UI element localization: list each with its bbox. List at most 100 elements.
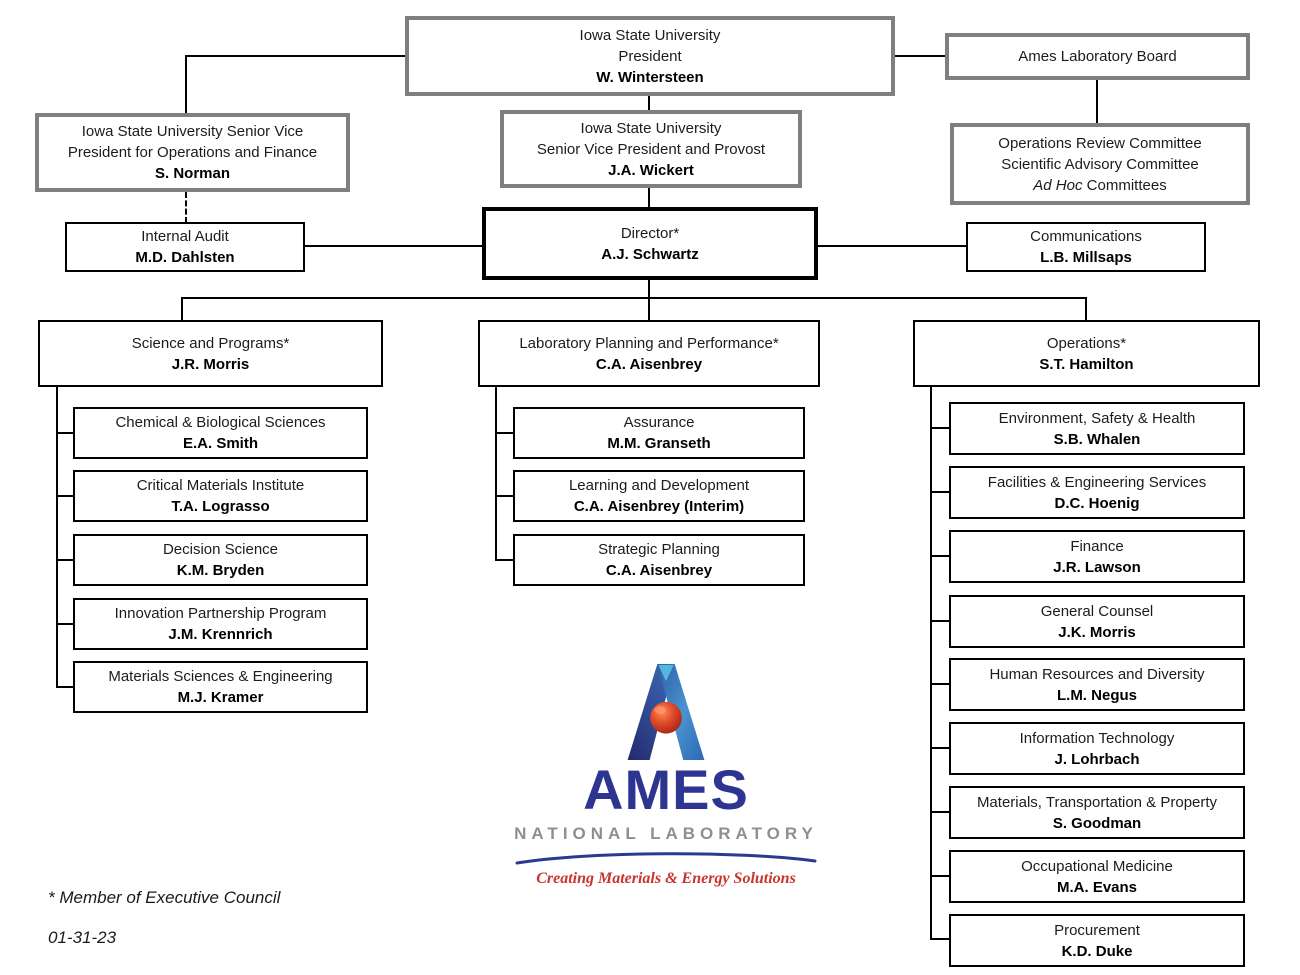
node-person-name: M.J. Kramer	[177, 689, 264, 706]
node-materials-transportation-property: Materials, Transportation & Property S. …	[949, 786, 1245, 839]
node-person-name: L.M. Negus	[1056, 686, 1137, 704]
connector-line	[648, 186, 650, 209]
node-person-name: S. Goodman	[1052, 814, 1142, 832]
connector-line	[56, 623, 74, 625]
connector-line	[930, 555, 949, 557]
node-person-name: S.B. Whalen	[1053, 430, 1141, 448]
node-person-name: C.A. Aisenbrey	[595, 355, 703, 373]
node-ames-laboratory-board: Ames Laboratory Board	[945, 33, 1250, 80]
logo-tagline: Creating Materials & Energy Solutions	[536, 870, 796, 887]
node-title: Iowa State University Senior Vice	[81, 123, 304, 140]
node-title: Operations*	[1046, 334, 1127, 352]
node-person-name: D.C. Hoenig	[1054, 494, 1140, 512]
executive-council-footnote: * Member of Executive Council	[48, 888, 281, 907]
node-finance: Finance J.R. Lawson	[949, 530, 1245, 583]
node-title: Iowa State University	[579, 26, 721, 44]
node-title: Human Resources and Diversity	[989, 665, 1205, 683]
node-human-resources-diversity: Human Resources and Diversity L.M. Negus	[949, 658, 1245, 711]
node-title: Science and Programs*	[131, 334, 290, 352]
node-title: Materials, Transportation & Property	[976, 793, 1218, 811]
logo-swoosh-icon	[515, 852, 817, 865]
revision-date: 01-31-23	[48, 928, 117, 947]
node-title: Occupational Medicine	[1021, 857, 1173, 875]
connector-line	[495, 495, 513, 497]
connector-line	[648, 278, 650, 299]
node-laboratory-planning-performance: Laboratory Planning and Performance* C.A…	[478, 320, 820, 387]
node-title: Director*	[620, 224, 680, 242]
connector-line	[56, 386, 58, 688]
connector-line	[648, 297, 650, 322]
connector-line	[648, 95, 650, 112]
node-title: Operations Review Committee	[998, 134, 1202, 152]
ames-national-laboratory-logo: AMES NATIONAL LABORATORY Creating Materi…	[500, 660, 832, 888]
node-isu-svp-provost: Iowa State University Senior Vice Presid…	[500, 110, 802, 188]
connector-line	[185, 55, 187, 115]
node-innovation-partnership-program: Innovation Partnership Program J.M. Kren…	[73, 598, 368, 650]
logo-wordmark: AMES	[583, 758, 749, 821]
adhoc-rest-text: Committees	[1086, 176, 1167, 194]
node-person-name: S. Norman	[154, 165, 230, 182]
node-decision-science: Decision Science K.M. Bryden	[73, 534, 368, 586]
node-chemical-biological-sciences: Chemical & Biological Sciences E.A. Smit…	[73, 407, 368, 459]
connector-line	[186, 55, 406, 57]
node-title: Iowa State University	[580, 119, 722, 137]
node-environment-safety-health: Environment, Safety & Health S.B. Whalen	[949, 402, 1245, 455]
node-title: President	[618, 47, 682, 65]
node-title: Procurement	[1054, 921, 1140, 939]
connector-line	[930, 386, 932, 940]
node-internal-audit: Internal Audit M.D. Dahlsten	[65, 222, 305, 272]
node-person-name: J.A. Wickert	[608, 161, 694, 179]
node-person-name: K.M. Bryden	[176, 562, 265, 579]
node-materials-sciences-engineering: Materials Sciences & Engineering M.J. Kr…	[73, 661, 368, 713]
node-title: Laboratory Planning and Performance*	[519, 334, 779, 352]
node-title: President for Operations and Finance	[67, 144, 318, 161]
ames-a-mark-icon	[627, 664, 705, 760]
node-critical-materials-institute: Critical Materials Institute T.A. Logras…	[73, 470, 368, 522]
connector-line	[304, 245, 484, 247]
node-title: Strategic Planning	[598, 541, 720, 558]
connector-line	[930, 491, 949, 493]
node-science-and-programs: Science and Programs* J.R. Morris	[38, 320, 383, 387]
connector-line	[930, 747, 949, 749]
node-assurance: Assurance M.M. Granseth	[513, 407, 805, 459]
node-person-name: M.A. Evans	[1056, 878, 1138, 896]
connector-line	[816, 245, 966, 247]
node-person-name: L.B. Millsaps	[1040, 249, 1132, 266]
node-title: Ames Laboratory Board	[1018, 48, 1177, 65]
node-person-name: K.D. Duke	[1061, 942, 1133, 960]
connector-line	[495, 432, 513, 434]
connector-line	[930, 811, 949, 813]
node-isu-president: Iowa State University President W. Winte…	[405, 16, 895, 96]
node-person-name: J. Lohrbach	[1054, 750, 1140, 768]
node-person-name: J.K. Morris	[1058, 623, 1136, 641]
connector-line	[56, 432, 74, 434]
node-person-name: C.A. Aisenbrey	[605, 562, 713, 579]
node-title: Ad Hoc Committees	[1033, 175, 1166, 196]
node-title: Information Technology	[1019, 729, 1175, 747]
connector-line	[930, 427, 949, 429]
node-person-name: T.A. Lograsso	[171, 498, 270, 515]
node-title: Facilities & Engineering Services	[987, 473, 1207, 491]
node-person-name: S.T. Hamilton	[1039, 355, 1134, 373]
connector-line	[495, 559, 513, 561]
node-title: Materials Sciences & Engineering	[108, 668, 333, 685]
connector-line	[930, 938, 949, 940]
node-person-name: J.M. Krennrich	[168, 626, 273, 643]
node-title: Learning and Development	[568, 477, 750, 494]
logo-subtitle: NATIONAL LABORATORY	[514, 824, 818, 843]
adhoc-italic-text: Ad Hoc	[1033, 176, 1083, 194]
node-operations: Operations* S.T. Hamilton	[913, 320, 1260, 387]
node-title: Chemical & Biological Sciences	[115, 414, 326, 431]
node-title: Environment, Safety & Health	[998, 409, 1196, 427]
node-person-name: A.J. Schwartz	[601, 245, 699, 263]
node-strategic-planning: Strategic Planning C.A. Aisenbrey	[513, 534, 805, 586]
node-person-name: J.R. Lawson	[1053, 558, 1141, 576]
node-procurement: Procurement K.D. Duke	[949, 914, 1245, 967]
node-title: Senior Vice President and Provost	[536, 140, 766, 158]
node-general-counsel: General Counsel J.K. Morris	[949, 595, 1245, 648]
connector-dashed-line	[185, 192, 187, 223]
connector-line	[930, 875, 949, 877]
connector-line	[1085, 297, 1087, 322]
node-title: Critical Materials Institute	[136, 477, 305, 494]
node-committees: Operations Review Committee Scientific A…	[950, 123, 1250, 205]
